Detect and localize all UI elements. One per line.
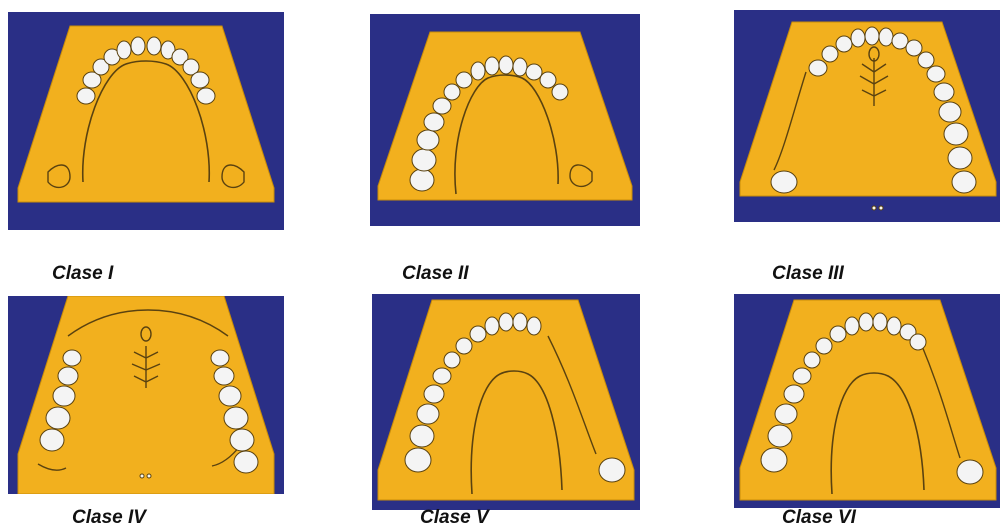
dental-arch-diagram-v <box>372 294 640 510</box>
panel-clase-i <box>8 12 284 230</box>
caption-clase-vi: Clase VI <box>782 508 856 527</box>
caption-clase-v: Clase V <box>420 508 489 527</box>
caption-clase-i: Clase I <box>52 264 113 283</box>
dental-arch-diagram-ii <box>370 14 640 226</box>
dental-arch-diagram-iii <box>734 10 1000 222</box>
panel-clase-iv <box>8 296 284 494</box>
dental-arch-diagram-i <box>8 12 284 230</box>
caption-clase-iv: Clase IV <box>72 508 146 527</box>
panel-clase-vi <box>734 294 1000 508</box>
caption-clase-iii: Clase III <box>772 264 844 283</box>
panel-clase-v <box>372 294 640 510</box>
panel-clase-ii <box>370 14 640 226</box>
dental-arch-diagram-iv <box>8 296 284 494</box>
panel-clase-iii <box>734 10 1000 222</box>
dental-arch-diagram-vi <box>734 294 1000 508</box>
caption-clase-ii: Clase II <box>402 264 469 283</box>
